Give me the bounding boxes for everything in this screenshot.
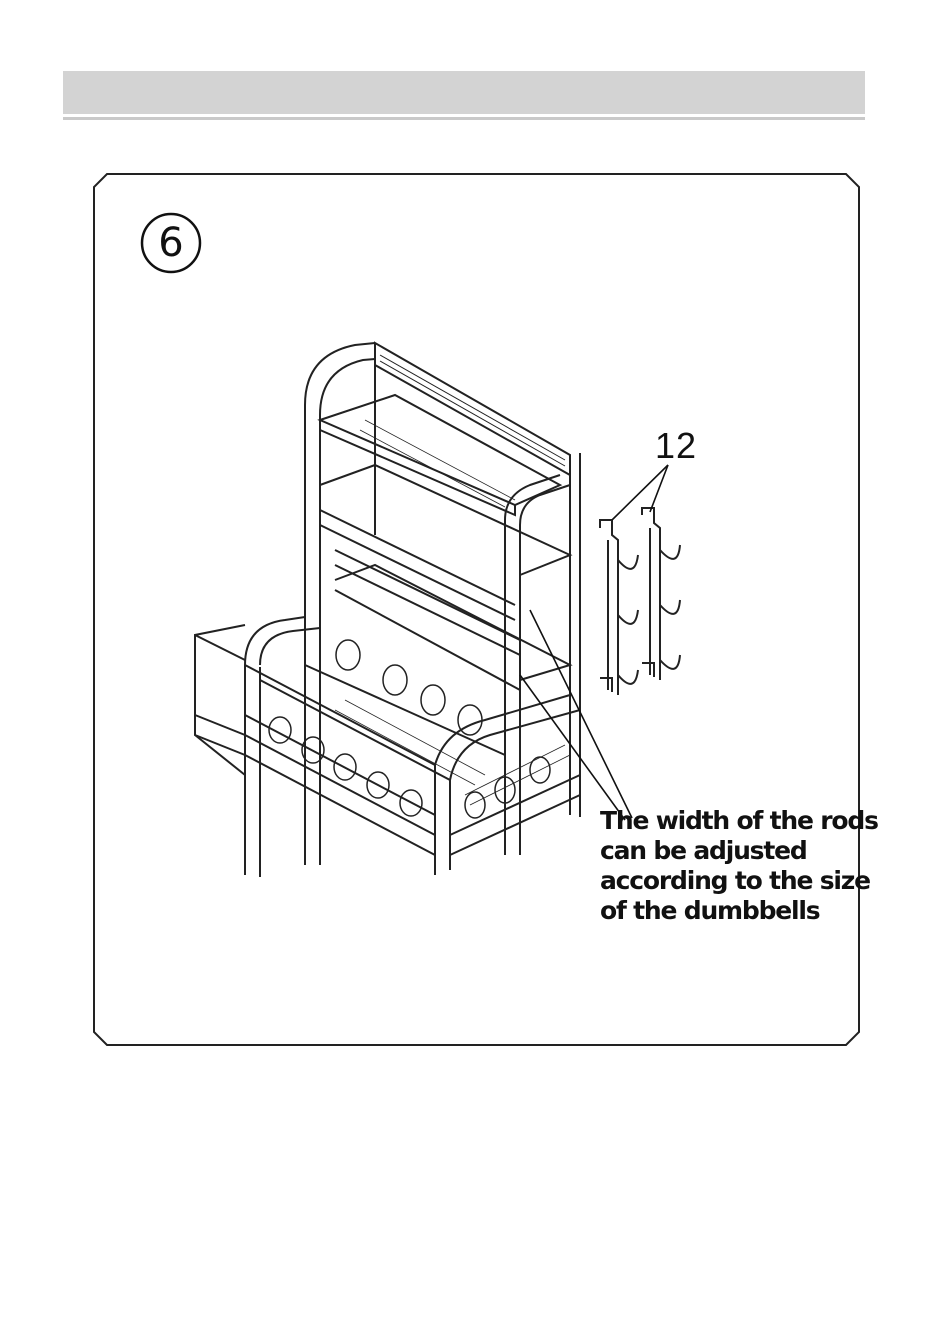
- caption-line: The width of the rods: [600, 806, 840, 836]
- instruction-caption: The width of the rods can be adjusted ac…: [600, 806, 840, 926]
- caption-line: can be adjusted: [600, 836, 840, 866]
- step-number: 6: [140, 212, 202, 274]
- caption-line: of the dumbbells: [600, 896, 840, 926]
- dumbbell-rack-illustration: [185, 335, 625, 895]
- hook-bar-illustration: [590, 460, 700, 720]
- header-rule: [63, 117, 865, 120]
- header-bar: [63, 71, 865, 114]
- caption-line: according to the size: [600, 866, 840, 896]
